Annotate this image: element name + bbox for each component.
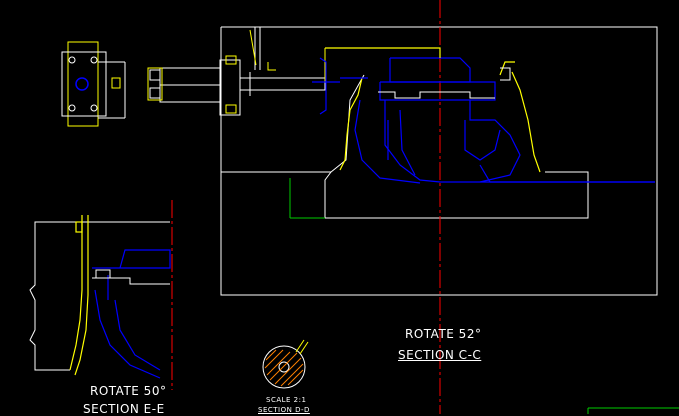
actuator-yellow: [147, 29, 326, 114]
green-marks: [289, 178, 325, 219]
left-detail-white: [92, 269, 170, 285]
actuator-blue: [312, 57, 368, 115]
section-d-circle: [262, 339, 309, 389]
left-part-blue: [92, 249, 171, 379]
main-view-frame: [220, 26, 658, 296]
main-profile-yellow: [325, 47, 541, 173]
left-profile-yellow: [69, 215, 89, 376]
title-block-edge: [587, 407, 679, 414]
left-rotate-label: ROTATE 50°: [90, 384, 167, 398]
actuator-assembly: [149, 27, 326, 116]
detail-section-label: SECTION D-D: [258, 406, 310, 414]
main-rotate-label: ROTATE 52°: [405, 327, 482, 341]
detail-scale-label: SCALE 2:1: [266, 396, 307, 404]
main-detail-white: [378, 67, 511, 99]
main-section-label: SECTION C-C: [398, 348, 482, 362]
left-section-label: SECTION E-E: [83, 402, 165, 416]
left-view-frame: [29, 221, 170, 371]
plan-view: [61, 41, 126, 127]
main-part-blue: [354, 57, 655, 184]
